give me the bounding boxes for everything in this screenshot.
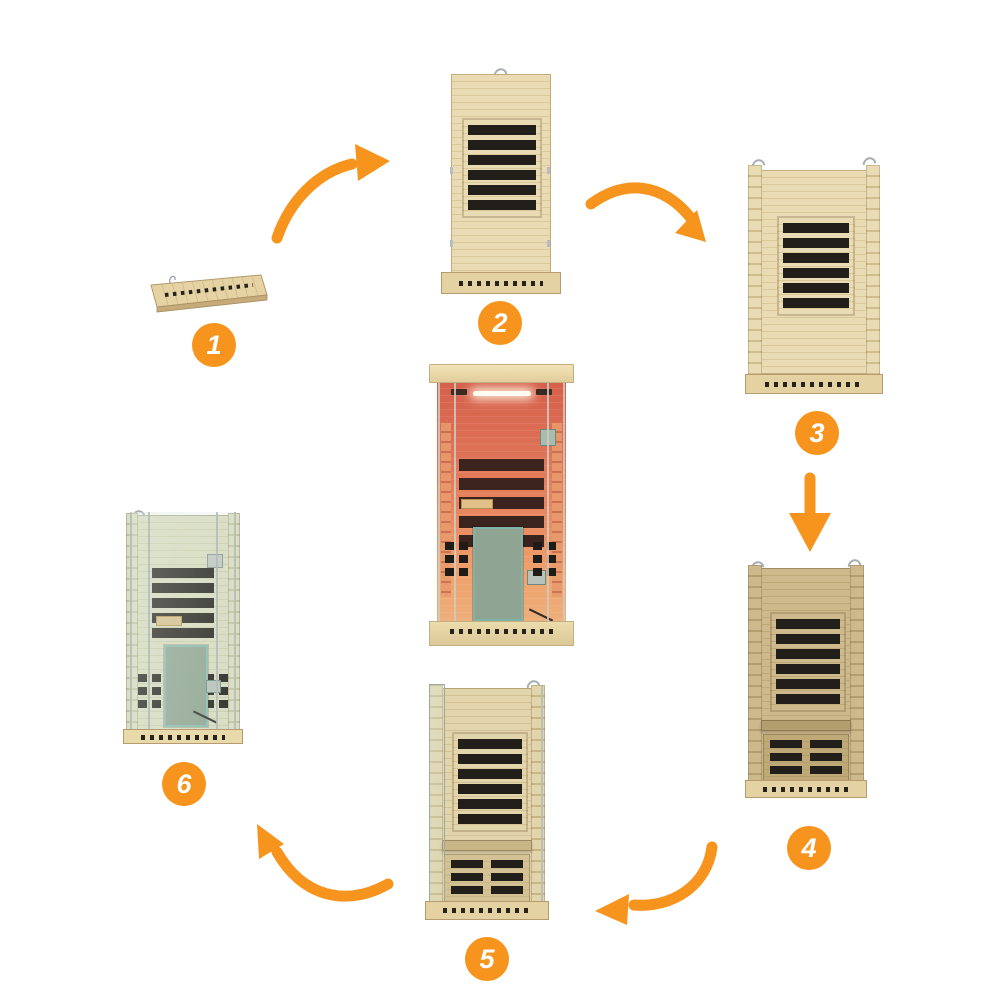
step-2-back-panel (441, 65, 561, 294)
heater-frame (462, 118, 542, 218)
vent-column (219, 674, 228, 708)
heater-panels-black (458, 739, 522, 824)
step-3-side-walls (745, 154, 883, 394)
under-bench-heaters-left (451, 860, 484, 894)
heater-panels-black (152, 568, 214, 638)
step-1-badge: 1 (192, 323, 236, 367)
heater-frame (452, 732, 528, 832)
under-bench-vents-left (445, 542, 468, 576)
floor-base (123, 729, 243, 744)
interior-light-icon (472, 391, 531, 396)
arrow-step3-to-step4-icon (789, 472, 831, 552)
step-5-number: 5 (479, 943, 495, 974)
door-handle-box-icon (206, 680, 221, 693)
arrow-step4-to-step5-icon (595, 841, 718, 925)
metal-clip-icon (450, 240, 453, 247)
bench-board (442, 840, 532, 851)
left-wall-post (748, 165, 762, 378)
step-6-number: 6 (176, 768, 192, 799)
heater-panels-black (776, 619, 840, 704)
left-wall-post (126, 513, 138, 732)
base-vent-slots (765, 381, 863, 387)
crown-molding (429, 364, 574, 383)
base-vent-slots (450, 628, 553, 634)
glass-door-protective-panel (473, 527, 523, 621)
heater-panels-black (468, 125, 536, 210)
left-wall-post (429, 685, 443, 904)
finished-sauna-center (429, 364, 574, 646)
heater-frame (770, 612, 846, 712)
metal-clip-icon (547, 240, 550, 247)
floor-base (441, 272, 561, 294)
glass-frame-line (454, 381, 456, 623)
base-vent-slots (443, 908, 531, 914)
wooden-nameplate (156, 616, 182, 626)
glass-frame-line (563, 381, 565, 623)
under-bench-heaters-left (770, 740, 803, 774)
left-wall-post (748, 565, 762, 784)
arrow-step1-to-step2-icon (271, 144, 390, 244)
heater-panels-black (783, 223, 849, 308)
left-interior-rail (441, 423, 451, 597)
step-2-number: 2 (492, 307, 508, 338)
right-wall-post (866, 165, 880, 378)
arrow-step5-to-step6-icon (257, 824, 394, 902)
glass-frame-line (438, 381, 440, 623)
right-interior-rail (552, 423, 562, 597)
glass-frame-line (234, 512, 236, 732)
floor-base (745, 374, 883, 394)
speaker-icon (451, 389, 467, 395)
base-vent-slots (458, 280, 544, 286)
base-platform (429, 621, 574, 646)
base-vent-slots (140, 734, 226, 740)
vent-column (533, 542, 542, 576)
base-vent-slots (762, 787, 850, 793)
step-6-badge: 6 (162, 762, 206, 806)
step-1-number: 1 (206, 329, 222, 360)
under-bench-vents-right (533, 542, 556, 576)
step-6-completed-sauna (123, 507, 243, 744)
glass-frame-line (547, 381, 549, 623)
metal-clip-icon (450, 167, 453, 174)
under-bench-vents-left (138, 674, 161, 708)
step-3-badge: 3 (795, 411, 839, 455)
bench-board (761, 720, 851, 731)
glass-frame-line (130, 512, 132, 732)
heater-frame (777, 216, 855, 316)
step-4-number: 4 (801, 832, 817, 863)
vent-column (152, 674, 161, 708)
glass-frame-line (216, 512, 218, 732)
floor-base (745, 780, 867, 798)
step-4-bench-installed (745, 556, 867, 798)
vent-column (459, 542, 468, 576)
vent-column (547, 542, 556, 576)
step-4-badge: 4 (787, 826, 831, 870)
floor-base-illustration (150, 274, 268, 313)
under-bench-heater-frame (444, 854, 530, 910)
step-5-front-glass-edge (425, 677, 549, 920)
arrow-step2-to-step3-icon (585, 182, 706, 242)
under-bench-heaters-right (809, 740, 842, 774)
vent-column (138, 674, 147, 708)
wooden-nameplate (461, 499, 493, 509)
control-panel-icon (207, 554, 223, 568)
speaker-icon (536, 389, 552, 395)
right-wall-post (850, 565, 864, 784)
step-5-badge: 5 (465, 937, 509, 981)
step-2-badge: 2 (478, 301, 522, 345)
glass-frame-line (541, 686, 543, 902)
vent-column (445, 542, 454, 576)
glass-frame-line (148, 512, 150, 732)
step-3-number: 3 (809, 417, 825, 448)
step-1-floor-base-panel (148, 272, 272, 316)
floor-base (425, 901, 549, 920)
metal-clip-icon (547, 167, 550, 174)
under-bench-heaters-right (490, 860, 523, 894)
